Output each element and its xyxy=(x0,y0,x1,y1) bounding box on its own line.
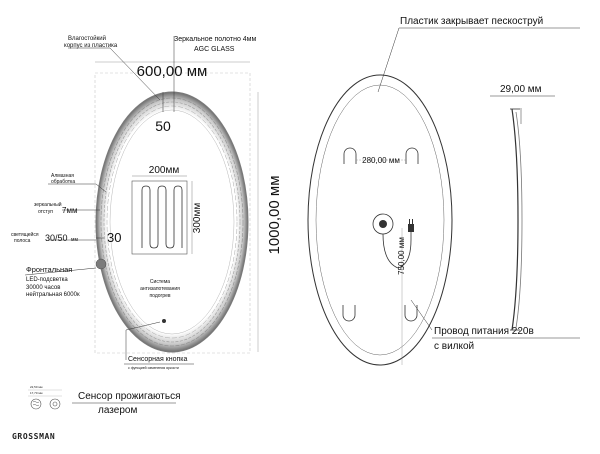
callout-moisture-line2: корпус из пластика xyxy=(64,43,118,49)
sensor-button-icon[interactable] xyxy=(162,319,166,323)
power-cable xyxy=(382,232,412,269)
callout-glow-unit: мм xyxy=(71,237,78,243)
legend-sensor-line2: лазером xyxy=(98,405,137,416)
bracket-spacing-label: 280,00 мм xyxy=(362,156,400,165)
heater-height-label: 300мм xyxy=(192,203,203,234)
callout-sensor-line2: с функцией изменения яркости xyxy=(128,366,179,370)
heating-pad: 200мм 300мм xyxy=(131,165,203,255)
callout-offset-value: 7мм xyxy=(62,206,77,215)
callout-offset-line1: зеркальный xyxy=(34,201,62,208)
slot-right-icon xyxy=(404,305,418,322)
leader-sensor xyxy=(125,321,161,360)
legend: 22,50 мм 17,70 мм Сенсор прожигаються ла… xyxy=(28,385,181,416)
plug-icon xyxy=(408,224,414,232)
cable-height-label: 750,00 мм xyxy=(397,237,406,275)
legend-power-ring-icon xyxy=(52,401,58,407)
callout-moisture-line1: Влагостойкий xyxy=(68,35,106,42)
callout-offset-line2: отступ xyxy=(38,209,53,215)
antifog-line1: Система xyxy=(150,279,170,285)
brand-logo: GROSSMAN xyxy=(12,432,56,441)
cable-label-line2: с вилкой xyxy=(434,341,474,352)
callout-led-line3: 30000 часов xyxy=(26,285,60,291)
cable-label-line1: Провод питания 220в xyxy=(434,326,534,337)
callout-diamond-line2: обработка xyxy=(51,179,75,185)
callout-mirror-line2: AGC GLASS xyxy=(194,46,235,53)
mirror-outline xyxy=(95,91,249,353)
bracket-right-icon xyxy=(405,147,419,164)
leader-diamond xyxy=(48,183,107,193)
leader-led xyxy=(24,267,97,276)
callout-led-line2: LED-подсветка xyxy=(26,277,68,283)
side-depth-label: 29,00 мм xyxy=(500,84,542,95)
back-view: Пластик закрывает пескоструй 280,00 мм 7… xyxy=(307,16,580,366)
width-dim-label: 600,00 мм xyxy=(137,63,208,80)
back-title: Пластик закрывает пескоструй xyxy=(400,16,543,27)
legend-sensor-heat-icon xyxy=(30,398,42,410)
back-inner-ring xyxy=(315,84,445,356)
legend-mini-dim2: 17,70 мм xyxy=(30,391,42,395)
legend-sensor-line1: Сенсор прожигаються xyxy=(78,391,181,402)
heater-width-label: 200мм xyxy=(149,165,180,176)
side-profile-inner xyxy=(515,111,523,329)
antifog-line3: подогрев xyxy=(149,293,170,299)
heating-wire xyxy=(141,185,183,249)
front-view: 600,00 мм 1000,00 мм 50 30 200мм 300мм С… xyxy=(11,35,283,370)
front-bounding-box xyxy=(94,72,251,354)
slot-left-icon xyxy=(342,305,356,322)
side-profile-outer xyxy=(511,108,519,331)
callout-mirror-line1: Зеркальное полотно 4мм xyxy=(174,36,256,43)
callout-glow-line2: полоса xyxy=(14,238,31,244)
top-margin-label: 50 xyxy=(155,118,171,134)
back-title-leader xyxy=(377,27,400,93)
legend-mini-dim1: 22,50 мм xyxy=(30,385,42,389)
diamond-edge-ring-2 xyxy=(103,101,241,343)
legend-sensor-power-icon xyxy=(49,398,61,410)
antifog-line2: антизапотевания xyxy=(140,286,180,292)
side-view: 29,00 мм xyxy=(490,84,555,331)
side-margin-label: 30 xyxy=(107,230,121,245)
callout-led-line4: нейтральная 6000к xyxy=(26,291,80,298)
callout-led-line1: Фронтальная xyxy=(26,265,72,274)
callout-diamond-line1: Алмазная xyxy=(51,173,74,179)
diamond-edge-ring-3 xyxy=(106,105,238,339)
height-dim-label: 1000,00 мм xyxy=(266,175,283,254)
mirror-glass xyxy=(109,109,235,335)
heating-pad-frame xyxy=(131,180,188,255)
power-connector-core xyxy=(379,220,387,228)
led-backlight-icon xyxy=(95,258,107,270)
diamond-edge-ring-1 xyxy=(100,97,244,347)
callout-sensor-line1: Сенсорная кнопка xyxy=(128,356,188,363)
cable-leader xyxy=(410,299,433,331)
leader-moisture xyxy=(68,47,161,101)
callout-glow-line1: светящейся xyxy=(11,231,39,238)
callout-glow-value: 30/50 xyxy=(45,233,68,243)
bracket-left-icon xyxy=(343,147,357,164)
legend-heat-waves-icon xyxy=(32,401,40,406)
